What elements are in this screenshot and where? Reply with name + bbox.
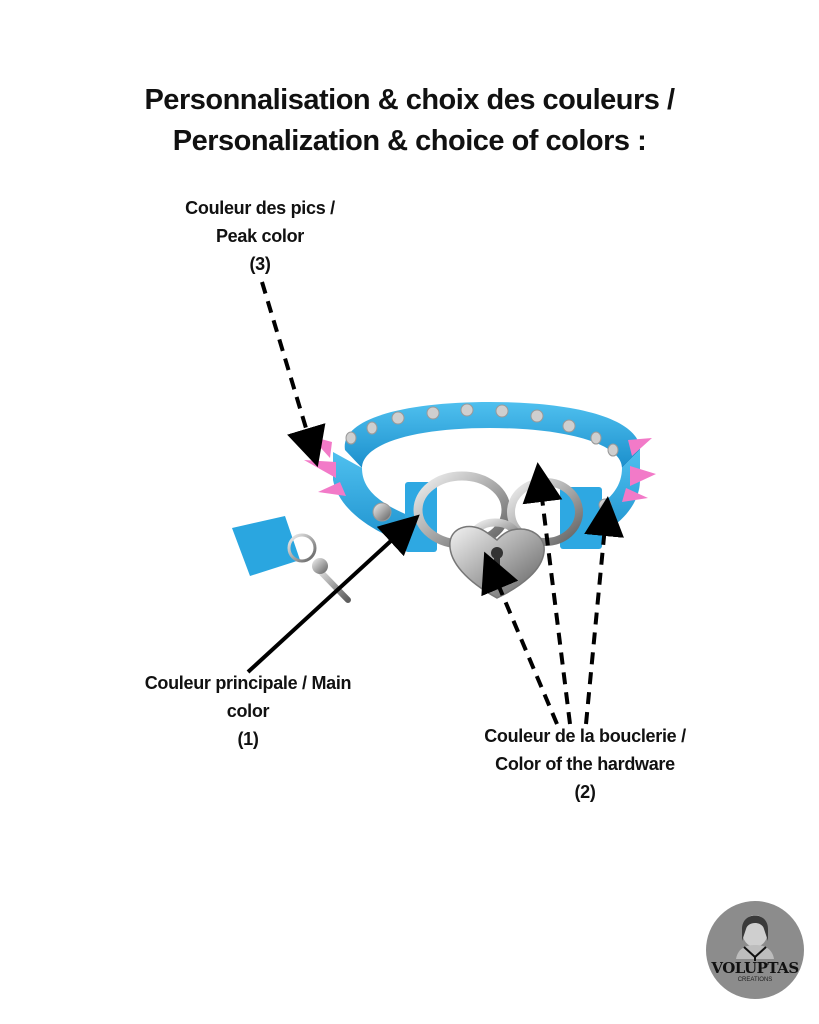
hardware: [413, 471, 583, 549]
label-main-line2: color: [226, 701, 270, 721]
label-hardware-line1: Couleur de la bouclerie /: [484, 726, 686, 746]
label-hardware-line2: Color of the hardware: [495, 754, 675, 774]
label-main-number: (1): [237, 729, 259, 749]
arrows: [246, 281, 624, 725]
arrow-hardware-lock: [481, 551, 559, 725]
label-hardware-number: (2): [574, 782, 596, 802]
title-line-fr: Personnalisation & choix des couleurs /: [144, 84, 675, 116]
logo-figure-icon: [736, 901, 804, 961]
brand-logo: VOLUPTAS CREATIONS: [706, 901, 804, 999]
logo-subtitle: CREATIONS: [737, 977, 773, 983]
heart-padlock: [449, 525, 545, 599]
arrow-hardware-loop: [584, 496, 624, 725]
label-peak-line1: Couleur des pics /: [185, 198, 335, 218]
logo-text: VOLUPTAS: [711, 959, 799, 977]
title-line-en: Personalization & choice of colors :: [172, 125, 647, 157]
label-main-color: Couleur principale / Main color (1): [118, 669, 378, 753]
label-peak-line2: Peak color: [215, 226, 305, 246]
page-title: Personnalisation & choix des couleurs / …: [0, 80, 819, 162]
label-peak-number: (3): [249, 254, 271, 274]
label-main-line1: Couleur principale / Main: [144, 673, 352, 693]
arrow-hardware-ring: [522, 462, 572, 725]
arrow-main: [246, 514, 420, 674]
label-peak-color: Couleur des pics / Peak color (3): [150, 194, 370, 278]
key-tag: [232, 516, 351, 603]
arrow-peak: [260, 281, 326, 468]
label-hardware-color: Couleur de la bouclerie / Color of the h…: [460, 722, 710, 806]
